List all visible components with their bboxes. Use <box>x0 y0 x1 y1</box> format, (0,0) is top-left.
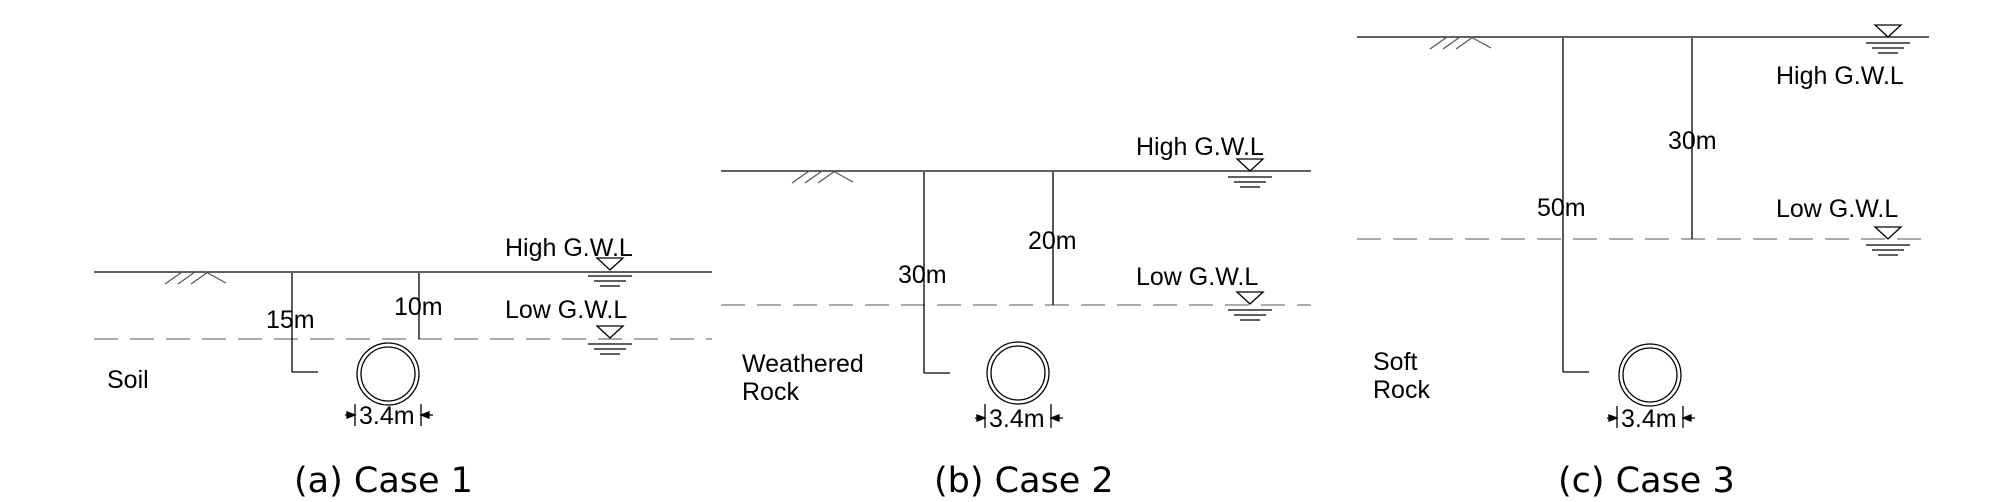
diameter-label: 3.4m <box>1621 405 1677 433</box>
depth-total-label: 50m <box>1537 194 1586 222</box>
material-label: Soil <box>107 366 149 394</box>
low-gwl-marker-icon <box>1866 226 1910 256</box>
high-gwl-label: High G.W.L <box>1776 62 1904 90</box>
depth-total-label: 15m <box>266 306 315 334</box>
ground-hatch-icon <box>791 170 854 184</box>
ground-hatch-icon <box>1429 36 1492 50</box>
high-gwl-marker-icon <box>1228 158 1272 188</box>
diameter-dimension <box>1607 406 1695 428</box>
high-gwl-marker-icon <box>588 257 632 287</box>
high-gwl-label: High G.W.L <box>505 234 633 262</box>
diameter-dimension <box>975 404 1063 428</box>
low-gwl-label: Low G.W.L <box>1776 195 1898 223</box>
material-label-line2: Rock <box>1373 376 1430 404</box>
depth-gwl-label: 10m <box>394 293 443 321</box>
panel-case-1: 15m 10m High G.W.L Low G.W.L <box>94 234 712 501</box>
low-gwl-label: Low G.W.L <box>505 296 627 324</box>
depth-gwl-label: 20m <box>1028 227 1077 255</box>
material-label: Soft <box>1373 348 1418 376</box>
diameter-dimension <box>345 404 433 426</box>
depth-gwl-label: 30m <box>1668 127 1717 155</box>
material-label-line2: Rock <box>742 378 799 406</box>
depth-total-label: 30m <box>898 261 947 289</box>
panel-caption: (b) Case 2 <box>934 461 1114 501</box>
tunnel-icon <box>986 341 1050 405</box>
panel-caption: (c) Case 3 <box>1558 461 1735 501</box>
ground-hatch-icon <box>164 271 227 285</box>
high-gwl-label: High G.W.L <box>1136 133 1264 161</box>
tunnel-icon <box>1618 343 1682 407</box>
material-label: Weathered <box>742 350 864 378</box>
panel-case-2: 30m 20m High G.W.L Low G.W.L 3 <box>721 133 1311 501</box>
panel-caption: (a) Case 1 <box>294 461 473 501</box>
low-gwl-marker-icon <box>588 325 632 355</box>
diameter-label: 3.4m <box>359 402 415 430</box>
tunnel-icon <box>356 342 420 406</box>
panel-case-3: 50m 30m High G.W.L Low G.W.L 3 <box>1357 24 1929 501</box>
low-gwl-marker-icon <box>1228 291 1272 321</box>
high-gwl-marker-icon <box>1866 24 1910 54</box>
low-gwl-label: Low G.W.L <box>1136 263 1258 291</box>
diameter-label: 3.4m <box>989 405 1045 433</box>
